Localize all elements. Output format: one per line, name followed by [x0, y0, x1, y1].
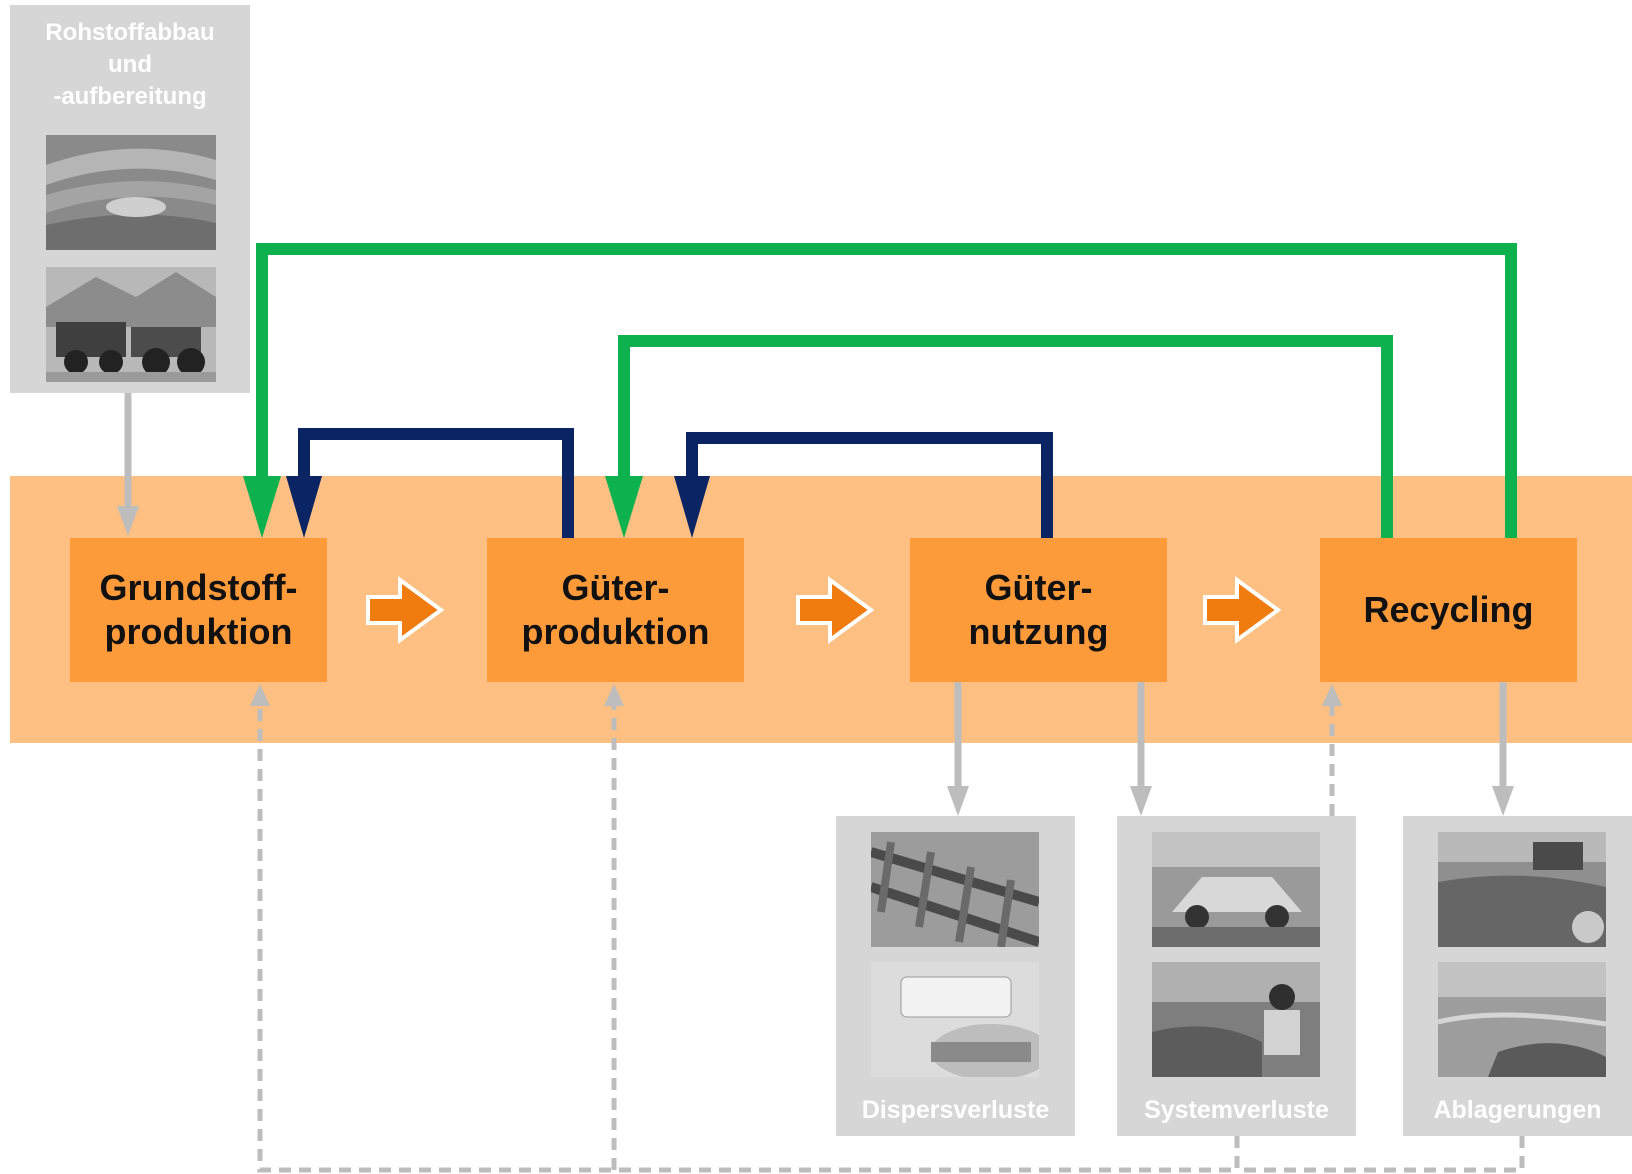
process-grundstoffproduktion: Grundstoff-produktion: [70, 538, 327, 682]
reuse-loop-1: [286, 428, 574, 538]
flow-arrow-3: [1203, 576, 1282, 644]
landfill-photo: [1438, 832, 1606, 947]
raw-material-arrow: [117, 393, 139, 536]
return-arrowhead-gueter: [604, 684, 624, 706]
source-panel: Rohstoffabbau und -aufbereitung: [10, 5, 250, 393]
loss-arrow-system: [1130, 682, 1152, 816]
quarry-photo: [46, 135, 216, 250]
process-recycling: Recycling: [1320, 538, 1577, 682]
loss-arrow-dispers: [947, 682, 969, 816]
loss-label-systemverluste: Systemverluste: [1144, 1096, 1329, 1124]
process-gueterproduktion: Güter-produktion: [487, 538, 744, 682]
waste-sorting-photo: [1152, 962, 1320, 1077]
aerial-landscape-photo: [1438, 962, 1606, 1077]
philadelphia-pack-photo: [871, 962, 1039, 1077]
recycling-loop-inner: [605, 335, 1393, 538]
reuse-loop-2: [674, 432, 1053, 538]
rail-track-photo: [871, 832, 1039, 947]
dashed-return-flows: [257, 700, 1525, 1173]
loss-panel-systemverluste: Systemverluste: [1117, 816, 1356, 1136]
car-wreck-photo: [1152, 832, 1320, 947]
loss-label-dispersverluste: Dispersverluste: [861, 1096, 1050, 1124]
mining-truck-photo: [46, 267, 216, 382]
source-panel-label: Rohstoffabbau und -aufbereitung: [45, 19, 215, 110]
loss-panel-dispersverluste: Dispersverluste: [836, 816, 1075, 1136]
loss-panel-ablagerungen: Ablagerungen: [1403, 816, 1632, 1136]
loss-label-ablagerungen: Ablagerungen: [1433, 1096, 1602, 1124]
loss-arrow-ablagerung: [1492, 682, 1514, 816]
return-arrowhead-grundstoff: [250, 684, 270, 706]
flow-arrow-1: [366, 576, 445, 644]
return-arrowhead-recycling: [1322, 684, 1342, 706]
process-gueternutzung: Güter-nutzung: [910, 538, 1167, 682]
flow-arrow-2: [796, 576, 875, 644]
recycling-loop-outer: [243, 243, 1517, 538]
